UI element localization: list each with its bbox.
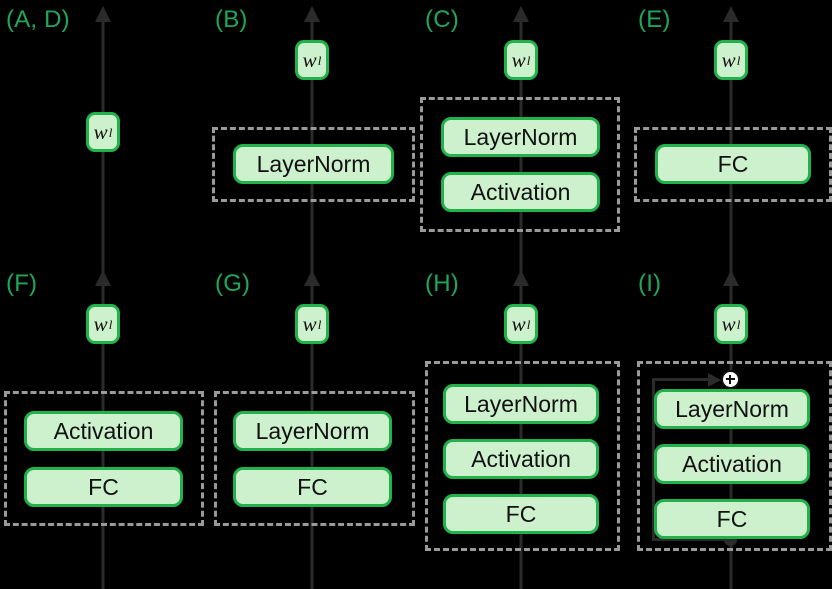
block-fc-f[interactable]: FC xyxy=(24,467,183,507)
signal-trunk-h xyxy=(519,284,523,589)
panel-label-g: (G) xyxy=(215,270,251,297)
residual-arrow-icon-i xyxy=(708,372,721,387)
block-layernorm-h[interactable]: LayerNorm xyxy=(443,384,599,424)
weight-subscript: l xyxy=(108,124,113,140)
group-box-h xyxy=(425,361,620,551)
block-activation-i[interactable]: Activation xyxy=(654,444,810,484)
block-fc-e[interactable]: FC xyxy=(655,144,811,184)
weight-subscript: l xyxy=(526,52,531,68)
up-arrow-icon-h xyxy=(513,270,529,286)
up-arrow-icon-c xyxy=(513,6,529,22)
block-activation-h[interactable]: Activation xyxy=(443,439,599,479)
weight-symbol: w xyxy=(721,311,736,336)
panel-label-b: (B) xyxy=(215,6,248,33)
up-arrow-icon-g xyxy=(304,270,320,286)
block-layernorm-b[interactable]: LayerNorm xyxy=(233,144,394,184)
up-arrow-icon-f xyxy=(95,270,111,286)
group-box-c xyxy=(420,97,620,232)
circled-plus-icon-i[interactable] xyxy=(721,370,740,389)
block-layernorm-g[interactable]: LayerNorm xyxy=(233,411,392,451)
weight-subscript: l xyxy=(317,316,322,332)
block-fc-i[interactable]: FC xyxy=(654,499,810,539)
group-box-e xyxy=(634,127,832,202)
weight-symbol: w xyxy=(511,47,526,72)
signal-trunk-i xyxy=(729,284,733,589)
block-fc-h[interactable]: FC xyxy=(443,494,599,534)
panel-label-c: (C) xyxy=(425,6,459,33)
residual-wire-left-i xyxy=(652,378,655,540)
block-activation-f[interactable]: Activation xyxy=(24,411,183,451)
block-fc-g[interactable]: FC xyxy=(233,467,392,507)
weight-subscript: l xyxy=(526,316,531,332)
group-box-f xyxy=(4,391,204,526)
group-box-g xyxy=(214,391,415,526)
up-arrow-icon-e xyxy=(723,6,739,22)
panel-label-h: (H) xyxy=(425,270,459,297)
up-arrow-icon-b xyxy=(304,6,320,22)
block-layernorm-c[interactable]: LayerNorm xyxy=(441,117,600,157)
panel-label-a-d: (A, D) xyxy=(6,6,70,33)
residual-wire-bottom-i xyxy=(652,538,731,541)
weight-subscript: l xyxy=(736,52,741,68)
group-box-i xyxy=(637,361,832,551)
panel-label-e: (E) xyxy=(638,6,671,33)
weight-subscript: l xyxy=(108,316,113,332)
up-arrow-icon-i xyxy=(723,270,739,286)
group-box-b xyxy=(212,127,415,202)
panel-label-f: (F) xyxy=(6,270,38,297)
weight-subscript: l xyxy=(317,52,322,68)
weight-symbol: w xyxy=(302,47,317,72)
residual-wire-top-i xyxy=(652,378,714,381)
weight-symbol: w xyxy=(93,119,108,144)
panel-label-i: (I) xyxy=(638,270,662,297)
up-arrow-icon-a-d xyxy=(95,6,111,22)
weight-subscript: l xyxy=(736,316,741,332)
block-activation-c[interactable]: Activation xyxy=(441,172,600,212)
weight-symbol: w xyxy=(721,47,736,72)
weight-symbol: w xyxy=(302,311,317,336)
weight-symbol: w xyxy=(511,311,526,336)
block-layernorm-i[interactable]: LayerNorm xyxy=(654,389,810,429)
weight-symbol: w xyxy=(93,311,108,336)
